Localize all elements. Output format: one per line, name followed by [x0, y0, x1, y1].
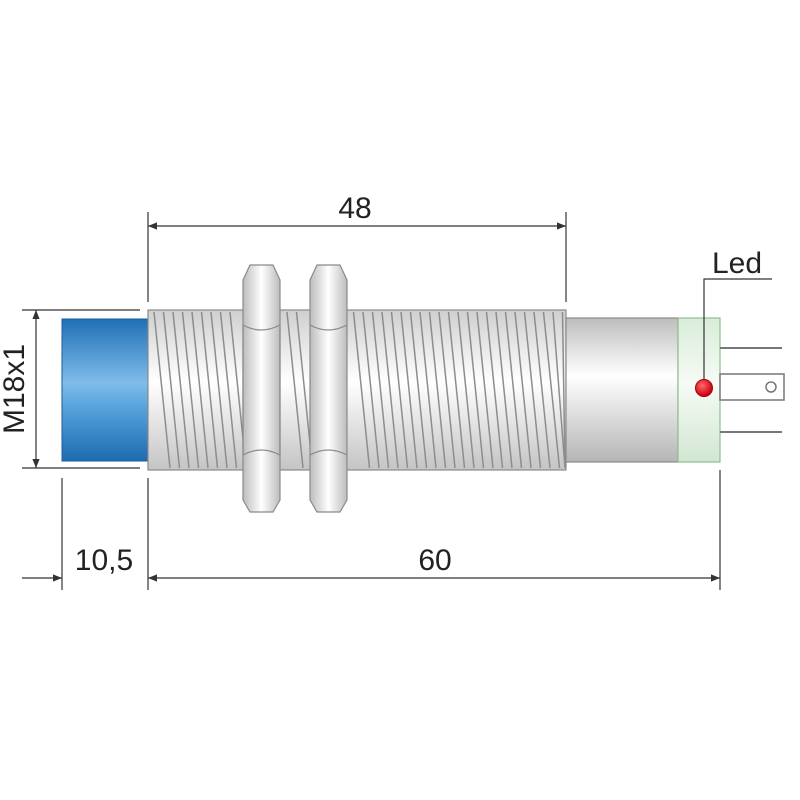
dim-text-48: 48: [338, 192, 371, 225]
hex-nut-right: [309, 264, 348, 513]
dim-text-60: 60: [418, 544, 451, 577]
led-indicator: [695, 379, 713, 397]
dim-text-m18: M18x1: [0, 344, 31, 434]
led-leader-line: [703, 278, 772, 379]
hex-nut-left: [242, 264, 281, 513]
thread-lines: [153, 311, 566, 469]
connector-pins: [719, 347, 785, 433]
threaded-body: [147, 309, 567, 471]
rear-housing: [565, 317, 679, 463]
dim-text-10-5: 10,5: [75, 544, 133, 577]
led-label: Led: [712, 247, 762, 280]
sensing-face: [61, 318, 149, 462]
